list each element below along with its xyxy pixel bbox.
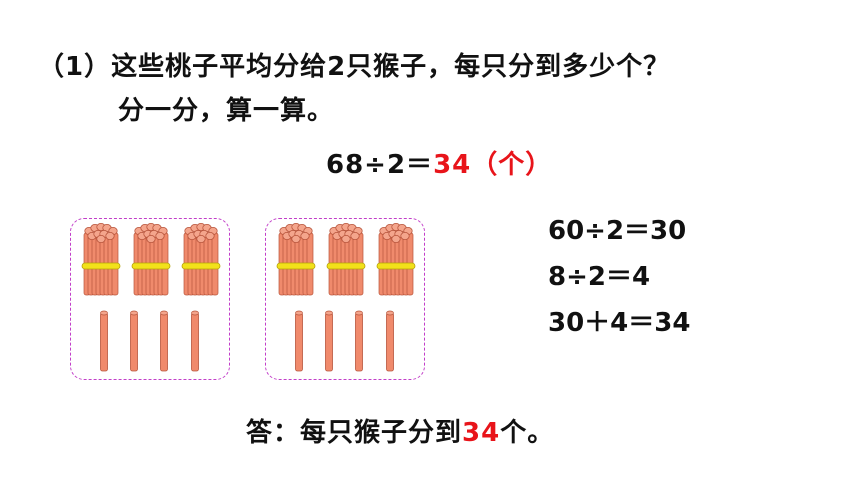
stick-group-2-drawing — [276, 223, 416, 372]
calculation-steps: 60÷2＝30 8÷2＝4 30＋4＝34 — [548, 208, 690, 346]
single-stick — [386, 310, 394, 372]
stick-group-1 — [70, 218, 230, 380]
step-3: 30＋4＝34 — [548, 308, 691, 338]
equation-expression: 68÷2＝ — [326, 150, 434, 180]
answer-sentence: 答：每只猴子分到34个。 — [246, 412, 554, 449]
stick-group-1-drawing — [81, 223, 221, 372]
step-2: 8÷2＝4 — [548, 262, 651, 292]
bundle-band — [181, 262, 221, 270]
bundle-of-ten — [131, 223, 171, 296]
single-stick — [160, 310, 168, 372]
single-stick — [130, 310, 138, 372]
answer-prefix: 答：每只猴子分到 — [246, 418, 463, 448]
answer-value: 34 — [462, 418, 501, 448]
single-stick — [325, 310, 333, 372]
single-stick — [355, 310, 363, 372]
problem-line-1: （1）这些桃子平均分给2只猴子，每只分到多少个？ — [38, 52, 671, 82]
single-stick — [100, 310, 108, 372]
answer-suffix: 个。 — [500, 418, 555, 448]
bundle-band — [131, 262, 171, 270]
main-equation: 68÷2＝34（个） — [326, 144, 552, 181]
problem-line-2: 分一分，算一算。 — [118, 96, 335, 126]
bundle-of-ten — [276, 223, 316, 296]
step-1: 60÷2＝30 — [548, 216, 687, 246]
equation-unit: （个） — [471, 150, 553, 180]
bundle-of-ten — [376, 223, 416, 296]
single-stick — [191, 310, 199, 372]
single-stick — [295, 310, 303, 372]
bundle-band — [276, 262, 316, 270]
bundle-band — [81, 262, 121, 270]
bundle-band — [326, 262, 366, 270]
bundle-of-ten — [326, 223, 366, 296]
bundle-of-ten — [81, 223, 121, 296]
bundle-of-ten — [181, 223, 221, 296]
equation-result: 34 — [433, 150, 472, 180]
stick-group-2 — [265, 218, 425, 380]
bundle-band — [376, 262, 416, 270]
